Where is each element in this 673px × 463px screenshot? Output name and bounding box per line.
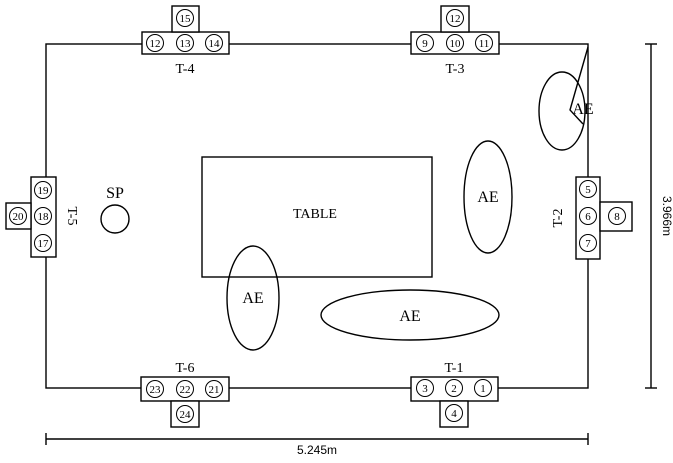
- width-dimension: 5.245m: [45, 433, 589, 457]
- slot-number: 3: [422, 383, 428, 395]
- slot-circle: [446, 9, 464, 27]
- slot-circle: [34, 234, 52, 252]
- slot-circle: [446, 34, 464, 52]
- width-dimension-label: 5.245m: [297, 443, 337, 457]
- slot-number: 24: [180, 409, 192, 421]
- slot-number: 19: [38, 185, 50, 197]
- slot-number: 11: [479, 38, 490, 50]
- terminal-label: T-6: [176, 361, 195, 376]
- height-dimension: 3.966m: [645, 43, 673, 389]
- slot-number: 21: [209, 384, 220, 396]
- terminal-label: T-2: [551, 209, 566, 228]
- slot-circle: [146, 34, 164, 52]
- area-label-corner: AE: [572, 101, 593, 118]
- slot-circle: [579, 234, 597, 252]
- slot-number: 13: [180, 38, 192, 50]
- slot-number: 5: [585, 184, 591, 196]
- terminal-t4: 12 13 14 15 T-4: [141, 5, 230, 77]
- slot-number: 18: [38, 211, 50, 223]
- terminal-label: T-5: [64, 207, 79, 226]
- slot-circle: [475, 34, 493, 52]
- slot-number: 15: [180, 13, 192, 25]
- terminal-t5: 19 18 17 20 T-5: [5, 176, 79, 258]
- area-ellipse-corner: [538, 71, 586, 151]
- slot-number: 4: [451, 408, 457, 420]
- slot-number: 14: [209, 38, 221, 50]
- slot-circle: [205, 34, 223, 52]
- slot-circle: [205, 380, 223, 398]
- slot-circle: [176, 34, 194, 52]
- slot-number: 10: [450, 38, 462, 50]
- slot-circle: [579, 207, 597, 225]
- slot-number: 2: [451, 383, 457, 395]
- area-ellipse-right: [463, 140, 513, 254]
- height-dimension-label: 3.966m: [660, 196, 673, 236]
- slot-number: 7: [585, 238, 591, 250]
- slot-circle: [445, 404, 463, 422]
- area-label-left: AE: [242, 290, 263, 307]
- slot-circle: [474, 379, 492, 397]
- slot-circle: [34, 181, 52, 199]
- area-label-right: AE: [477, 189, 498, 206]
- slot-circle: [34, 207, 52, 225]
- slot-circle: [146, 380, 164, 398]
- terminal-t1: 3 2 1 4 T-1: [410, 361, 499, 428]
- slot-circle: [176, 380, 194, 398]
- speaker-label: SP: [106, 185, 124, 202]
- slot-number: 1: [480, 383, 486, 395]
- table-shape: [201, 156, 433, 278]
- door-swing-line: [569, 46, 589, 125]
- area-label-bottom: AE: [399, 308, 420, 325]
- terminal-t3: 9 10 11 12 T-3: [410, 5, 500, 77]
- slot-circle: [9, 207, 27, 225]
- slot-circle: [608, 207, 626, 225]
- slot-circle: [445, 379, 463, 397]
- slot-number: 22: [180, 384, 191, 396]
- slot-number: 6: [585, 211, 591, 223]
- terminal-label: T-1: [445, 361, 464, 376]
- terminal-label: T-4: [176, 62, 195, 77]
- slot-number: 8: [614, 211, 620, 223]
- terminal-t6: 23 22 21 24 T-6: [140, 361, 230, 428]
- slot-number: 20: [13, 211, 25, 223]
- slot-circle: [579, 180, 597, 198]
- slot-number: 12: [150, 38, 161, 50]
- terminal-t2: 5 6 7 8 T-2: [551, 176, 633, 260]
- slot-number: 9: [422, 38, 428, 50]
- slot-number: 12: [450, 13, 461, 25]
- slot-number: 17: [38, 238, 50, 250]
- slot-circle: [176, 9, 194, 27]
- slot-circle: [176, 405, 194, 423]
- slot-circle: [416, 34, 434, 52]
- table-label: TABLE: [293, 207, 337, 222]
- slot-number: 23: [150, 384, 162, 396]
- slot-circle: [416, 379, 434, 397]
- area-ellipse-bottom: [320, 289, 500, 341]
- area-ellipse-left: [226, 245, 280, 351]
- speaker-circle: [100, 204, 130, 234]
- terminal-label: T-3: [446, 62, 465, 77]
